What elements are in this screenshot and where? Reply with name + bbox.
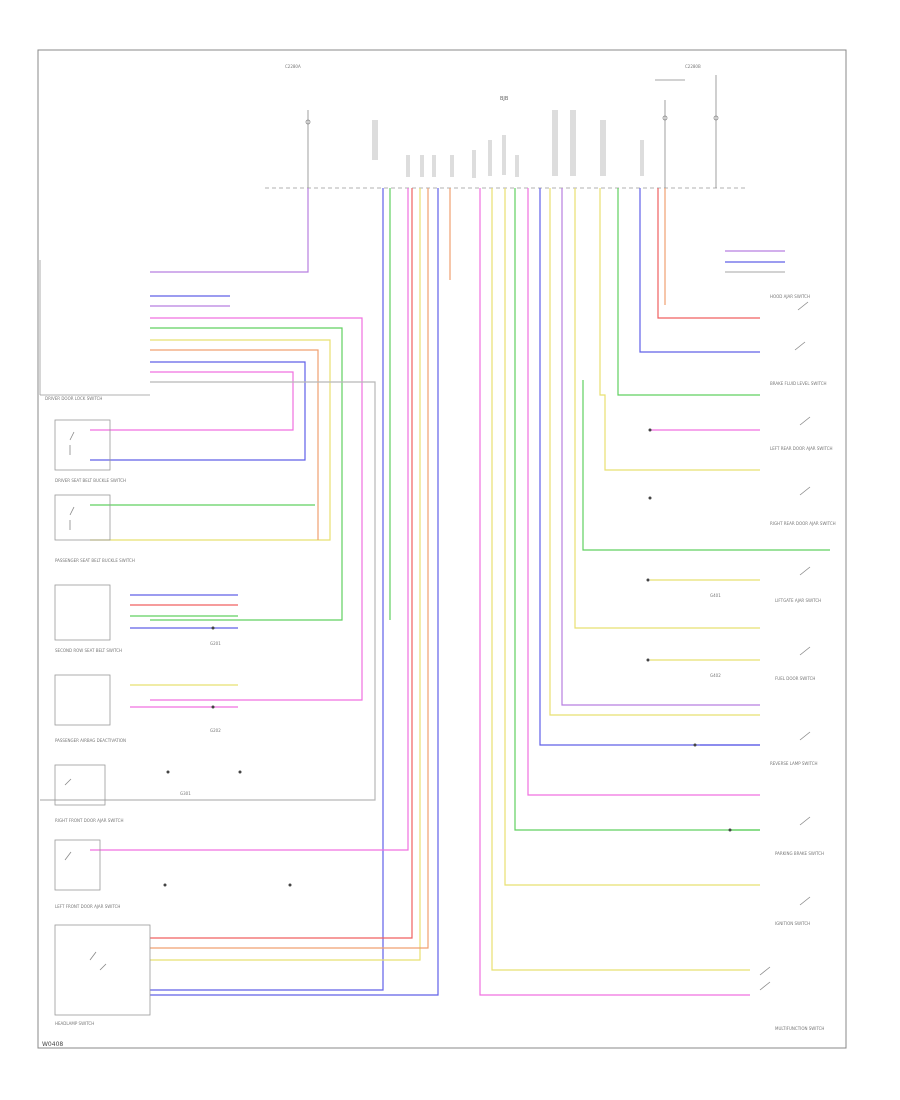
wire-blue-trunk-2 — [150, 188, 439, 996]
wire-green-right-3 — [617, 188, 760, 396]
wire-red-trunk — [150, 188, 413, 939]
wire-pink-2 — [90, 371, 294, 431]
box-lf-door-ajar — [54, 924, 151, 1016]
label-reverse-lamp: REVERSE LAMP SWITCH — [770, 761, 818, 766]
label-rf-door-ajar: RIGHT FRONT DOOR AJAR SWITCH — [55, 818, 123, 823]
label-lf-door-ajar: LEFT FRONT DOOR AJAR SWITCH — [55, 904, 120, 909]
box-driver-seat-belt — [54, 494, 111, 541]
wire-yellow-right-4 — [574, 188, 760, 629]
wire-yellow-right-3 — [549, 188, 760, 716]
ground-labels: G201 G202 G301 G401 G402 — [180, 593, 721, 796]
wire-blue-right — [539, 188, 760, 746]
diagram-border — [37, 49, 847, 1049]
label-ignition-switch: IGNITION SWITCH — [775, 921, 810, 926]
box-airbag-deact — [54, 764, 106, 806]
wire-blue-trunk — [150, 188, 384, 991]
label-rr-door-ajar: RIGHT REAR DOOR AJAR SWITCH — [770, 521, 836, 526]
wire-violet-1 — [150, 188, 309, 273]
wire-yellow-right-2 — [504, 188, 760, 886]
diagram-code: W0408 — [42, 1041, 63, 1048]
ground-g202: G202 — [210, 728, 221, 733]
wires — [40, 188, 830, 996]
wire-red-right — [657, 188, 760, 319]
wire-yellow-right-5 — [599, 188, 760, 471]
switch-symbols — [64, 301, 811, 991]
right-component-labels: HOOD AJAR SWITCH BRAKE FLUID LEVEL SWITC… — [770, 294, 836, 1031]
connector-dots — [163, 428, 732, 887]
box-second-row-seat — [54, 674, 111, 726]
label-door-lock-switch: DRIVER DOOR LOCK SWITCH — [45, 396, 102, 401]
wire-yellow-trunk — [150, 188, 421, 961]
wire-grey-1 — [40, 381, 376, 801]
label-passenger-seat-belt: PASSENGER SEAT BELT BUCKLE SWITCH — [55, 558, 135, 563]
box-rf-door-ajar — [54, 839, 101, 891]
top-connector-label: BJB — [500, 96, 509, 102]
wire-yellow-1 — [90, 339, 331, 541]
ground-g201: G201 — [210, 641, 221, 646]
left-component-boxes — [39, 260, 151, 1016]
wire-green-right — [514, 188, 760, 831]
label-airbag-deact: PASSENGER AIRBAG DEACTIVATION — [55, 738, 126, 743]
wire-pink-right-3 — [527, 188, 760, 796]
label-headlamp-switch: HEADLAMP SWITCH — [55, 1021, 94, 1026]
label-liftgate-ajar: LIFTGATE AJAR SWITCH — [775, 598, 821, 603]
wire-orange-trunk — [150, 188, 429, 949]
ground-g301: G301 — [180, 791, 191, 796]
ground-g402: G402 — [710, 673, 721, 678]
box-door-lock-switch — [54, 419, 111, 471]
wire-pink-right-long — [479, 188, 750, 996]
label-brake-fluid: BRAKE FLUID LEVEL SWITCH — [770, 381, 827, 386]
connector-left-label: C2280A — [285, 64, 301, 69]
label-parking-brake: PARKING BRAKE SWITCH — [775, 851, 824, 856]
pin-labels-top — [372, 110, 644, 178]
wire-yellow-right-long — [491, 188, 750, 971]
label-lr-door-ajar: LEFT REAR DOOR AJAR SWITCH — [770, 446, 833, 451]
connector-right-label: C2280B — [685, 64, 701, 69]
wire-green-right-2 — [582, 380, 830, 551]
wire-pink-1 — [150, 317, 363, 701]
box-passenger-seat-belt — [54, 584, 111, 641]
fuse-nodes — [305, 75, 719, 188]
label-multifunction: MULTIFUNCTION SWITCH — [775, 1026, 824, 1031]
wire-violet-right — [561, 188, 760, 706]
wire-green-1 — [150, 327, 343, 621]
wire-blue-2 — [90, 361, 306, 461]
wire-orange-1 — [150, 349, 319, 540]
label-driver-seat-belt: DRIVER SEAT BELT BUCKLE SWITCH — [55, 478, 126, 483]
label-second-row-seat: SECOND ROW SEAT BELT SWITCH — [55, 648, 122, 653]
ground-g401: G401 — [710, 593, 721, 598]
wire-pink-trunk — [90, 188, 409, 851]
label-fuel-door: FUEL DOOR SWITCH — [775, 676, 815, 681]
wire-blue-right-2 — [639, 188, 760, 353]
left-component-labels: DRIVER DOOR LOCK SWITCH DRIVER SEAT BELT… — [45, 396, 135, 1026]
label-hood-ajar: HOOD AJAR SWITCH — [770, 294, 810, 299]
